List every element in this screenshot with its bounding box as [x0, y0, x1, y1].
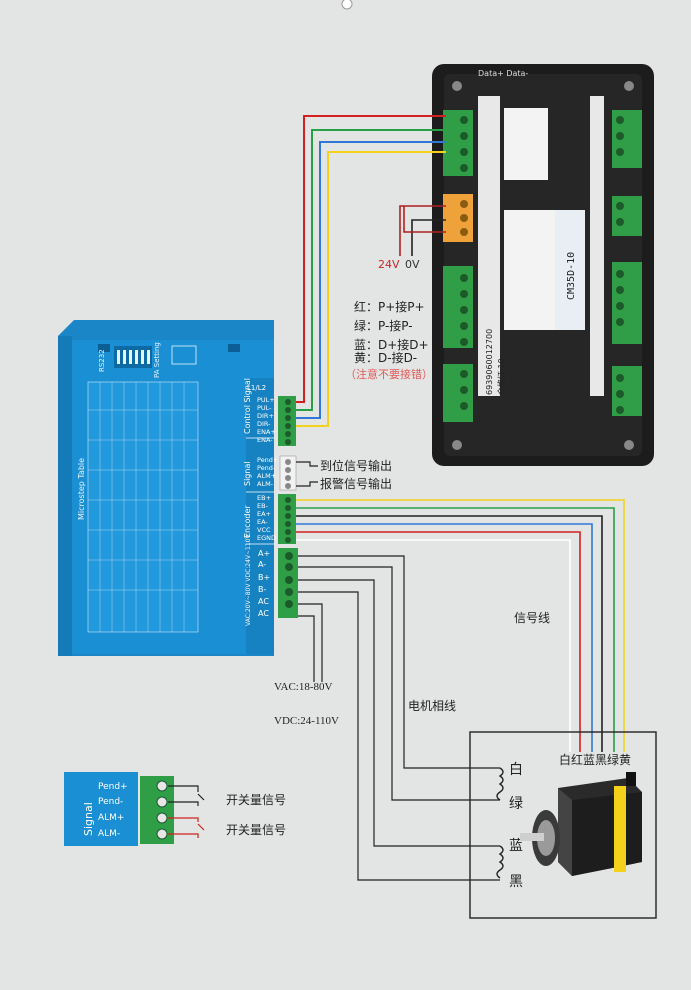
vac-label: VAC:18-80V — [274, 681, 333, 693]
term-vcc: VCC — [257, 526, 271, 534]
inset-term-pend-plus: Pend+ — [98, 782, 128, 792]
power-0v-label: 0V — [405, 258, 420, 271]
page-mark — [341, 0, 353, 10]
color-legend: 红：P+接P+ 绿：P-接P- 蓝：D+接D+ 黄：D-接D- （注意不要接错） — [345, 299, 433, 381]
phase-color-blue: 蓝 — [509, 838, 523, 854]
legend-line-yellow: 黄：D-接D- — [354, 350, 417, 365]
inset-signal-label: Signal — [82, 802, 95, 836]
term-pend-minus: Pend- — [257, 464, 276, 472]
term-pul-minus: PUL- — [257, 404, 272, 412]
signal-wire-label: 信号线 — [514, 611, 550, 625]
term-ea-plus: EA+ — [257, 510, 271, 518]
controller-unit: Data+ Data- CM35D-10 6939060012700 合格证 1… — [432, 64, 654, 466]
encoder-wires — [296, 499, 625, 752]
term-ena-minus: ENA- — [257, 436, 273, 444]
motor-box: 白 绿 蓝 黑 白红蓝黑绿黄 — [469, 731, 657, 919]
inset-term-alm-plus: ALM+ — [98, 813, 124, 823]
power-group-label: VAC:20V~80V VDC:24V~110V — [245, 534, 252, 626]
legend-warning: （注意不要接错） — [345, 367, 433, 381]
term-b-minus: B- — [258, 585, 266, 594]
legend-line-red: 红：P+接P+ — [354, 299, 425, 314]
signal-output-lines — [296, 461, 318, 487]
term-eb-plus: EB+ — [257, 494, 271, 502]
power-24v-label: 24V — [378, 258, 400, 271]
vdc-label: VDC:24-110V — [274, 715, 339, 727]
phase-color-green: 绿 — [509, 796, 523, 812]
term-b-plus: B+ — [258, 573, 270, 582]
term-a-plus: A+ — [258, 549, 270, 558]
controller-model: CM35D-10 — [566, 252, 577, 300]
controller-qc: 合格证 10 — [496, 358, 506, 395]
term-dir-plus: DIR+ — [257, 412, 274, 420]
rs232-label: RS232 — [98, 349, 106, 372]
control-signal-label: Control Signal — [243, 378, 252, 434]
controller-serial: 6939060012700 — [485, 329, 494, 395]
phase-wire-label: 电机相线 — [408, 699, 456, 713]
controller-top-label: Data+ Data- — [478, 69, 528, 78]
servo-motor-icon — [520, 772, 642, 876]
term-ea-minus: EA- — [257, 518, 268, 526]
term-a-minus: A- — [258, 560, 266, 569]
term-pul-plus: PUL+ — [257, 396, 275, 404]
power-wires — [399, 205, 446, 256]
encoder-color-label: 白红蓝黑绿黄 — [559, 752, 631, 767]
inset-term-alm-minus: ALM- — [98, 829, 120, 839]
legend-line-blue: 蓝：D+接D+ — [354, 337, 429, 352]
servo-driver: Microstep Table RS232 PA Setting L1/L2 C… — [58, 320, 298, 656]
term-alm-plus: ALM+ — [257, 472, 276, 480]
term-dir-minus: DIR- — [257, 420, 271, 428]
encoder-group-label: Encoder — [243, 505, 252, 538]
inset-switch-label-1: 开关量信号 — [226, 793, 286, 807]
alarm-signal-label: 报警信号输出 — [320, 476, 392, 491]
phase-wires — [298, 555, 500, 881]
pa-setting-label: PA Setting — [153, 342, 161, 378]
term-alm-minus: ALM- — [257, 480, 274, 488]
term-eb-minus: EB- — [257, 502, 269, 510]
signal-inset: Signal Pend+ Pend- ALM+ ALM- 开关量信号 开关量信号 — [64, 772, 286, 846]
inset-switch-label-2: 开关量信号 — [226, 823, 286, 837]
term-ena-plus: ENA+ — [257, 428, 276, 436]
phase-color-white: 白 — [509, 762, 523, 778]
phase-color-black: 黑 — [509, 874, 523, 890]
signal-group-label: Signal — [243, 461, 252, 486]
inset-term-pend-minus: Pend- — [98, 797, 123, 807]
microstep-table-title: Microstep Table — [77, 458, 86, 520]
term-ac-2: AC — [258, 609, 269, 618]
term-ac-1: AC — [258, 597, 269, 606]
term-pend-plus: Pend+ — [257, 456, 278, 464]
l1l2-label: L1/L2 — [247, 384, 266, 392]
legend-line-green: 绿：P-接P- — [354, 318, 413, 333]
position-signal-label: 到位信号输出 — [320, 458, 392, 473]
term-egnd: EGND — [257, 534, 276, 542]
